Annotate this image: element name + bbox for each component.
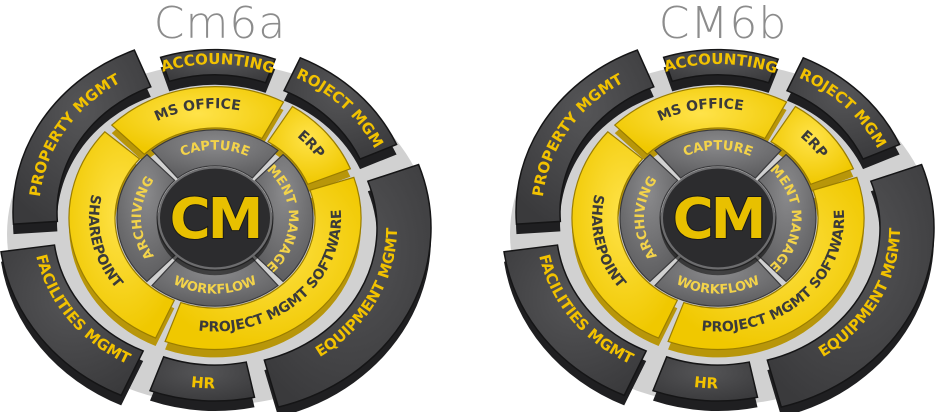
- inner-label-capture: CAPTURE: [681, 139, 754, 160]
- center-label: CM: [170, 187, 261, 252]
- outer-label-hr: HR: [190, 373, 215, 392]
- inner-segment: [151, 129, 279, 179]
- middle-segment: [667, 176, 865, 350]
- center-disc: [661, 166, 775, 270]
- center-label: CM: [673, 187, 764, 252]
- outer-segment: [12, 49, 152, 225]
- wheel-graphic: CMACCOUNTINGPROJECT MGMTEQUIPMENT MGMTHR…: [503, 0, 935, 412]
- outer-segment: [785, 56, 901, 161]
- middle-segment: [164, 176, 362, 350]
- outer-segment: [263, 163, 432, 408]
- outer-segment: [0, 244, 145, 397]
- outer-segment: [652, 355, 759, 402]
- outer-segment: [282, 56, 398, 161]
- middle-segment: [770, 105, 855, 186]
- inner-segment: [757, 153, 817, 283]
- middle-segment: [68, 130, 176, 339]
- outer-segment: [515, 49, 655, 225]
- wheel-graphic: CMACCOUNTINGPROJECT MGMTEQUIPMENT MGMTHR…: [0, 0, 432, 412]
- inner-segment: [654, 129, 782, 179]
- outer-segment: [503, 244, 648, 397]
- outer-segment: [766, 163, 935, 408]
- inner-segment: [254, 153, 314, 283]
- diagram-cm6b: CM6b CMACCOUNTINGPROJECT MGMTEQUIPMENT M…: [503, 0, 943, 412]
- inner-label-capture: CAPTURE: [178, 139, 251, 160]
- diagram-cm6a: Cm6a CMACCOUNTINGPROJECT MGMTEQUIPMENT M…: [0, 0, 440, 412]
- middle-segment: [571, 130, 679, 339]
- outer-segment: [662, 48, 780, 84]
- outer-segment: [159, 48, 277, 84]
- middle-segment: [267, 105, 352, 186]
- outer-segment: [149, 355, 256, 402]
- diagram-title: CM6b: [658, 0, 788, 49]
- middle-segment: [613, 86, 788, 156]
- center-disc: [158, 166, 272, 270]
- middle-segment: [110, 86, 285, 156]
- diagram-title: Cm6a: [153, 0, 287, 49]
- outer-label-hr: HR: [693, 373, 718, 392]
